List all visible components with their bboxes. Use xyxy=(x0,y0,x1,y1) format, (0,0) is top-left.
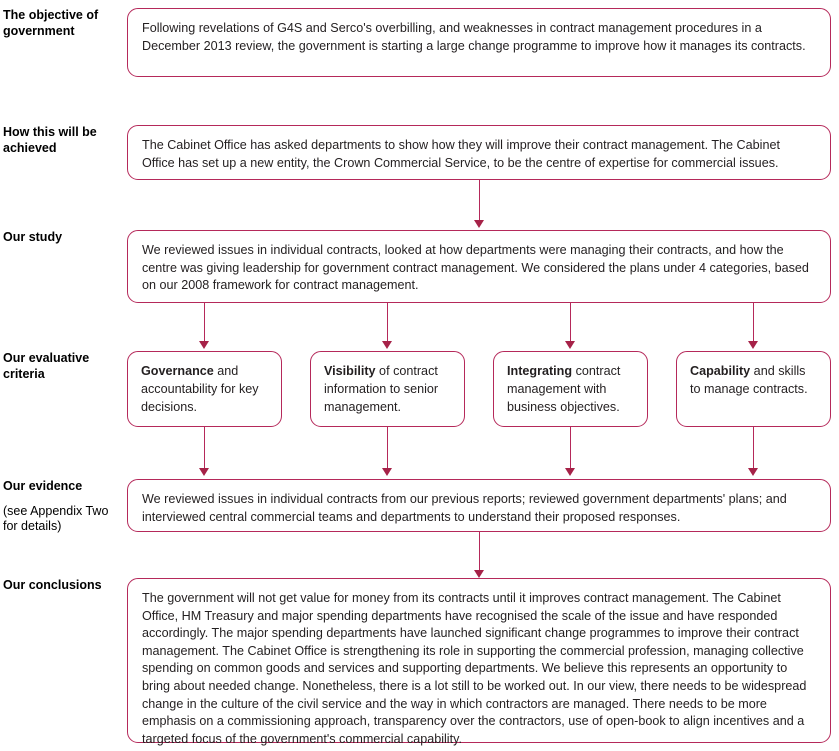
row-label-our-evidence: Our evidence (see Appendix Two for detai… xyxy=(3,479,121,535)
box-our-study-text: We reviewed issues in individual contrac… xyxy=(142,243,809,293)
row-label-text: The objective of government xyxy=(3,8,99,38)
box-objective: Following revelations of G4S and Serco's… xyxy=(127,8,831,77)
arrowhead-to-criterion-4 xyxy=(748,341,758,349)
connector-study-to-criterion-2 xyxy=(387,303,388,343)
criterion-lead-4: Capability xyxy=(690,364,751,378)
box-our-evidence: We reviewed issues in individual contrac… xyxy=(127,479,831,532)
connector-criterion-1-to-evidence xyxy=(204,427,205,470)
connector-criterion-3-to-evidence xyxy=(570,427,571,470)
arrowhead-to-study xyxy=(474,220,484,228)
arrowhead-to-conclusions xyxy=(474,570,484,578)
arrowhead-criterion-3-to-evidence xyxy=(565,468,575,476)
criterion-rest-2: of contract information to senior manage… xyxy=(324,364,439,414)
arrowhead-to-criterion-2 xyxy=(382,341,392,349)
criterion-box-visibility: Visibility of contract information to se… xyxy=(310,351,465,427)
row-label-our-study: Our study xyxy=(3,230,121,246)
arrowhead-criterion-4-to-evidence xyxy=(748,468,758,476)
row-label-objective: The objective of government xyxy=(3,8,121,39)
criterion-rest-4: and skills to manage contracts. xyxy=(690,364,808,396)
row-label-text: Our study xyxy=(3,230,63,244)
row-sublabel-text: (see Appendix Two for details) xyxy=(3,503,109,534)
row-label-text: Our evidence xyxy=(3,479,83,493)
criterion-lead-3: Integrating xyxy=(507,364,573,378)
connector-how-achieved-to-study xyxy=(479,180,480,222)
box-our-conclusions-text: The government will not get value for mo… xyxy=(142,591,807,746)
connector-criterion-4-to-evidence xyxy=(753,427,754,470)
row-label-text: Our evaluative criteria xyxy=(3,351,90,381)
box-our-evidence-text: We reviewed issues in individual contrac… xyxy=(142,492,787,524)
connector-study-to-criterion-4 xyxy=(753,303,754,343)
criterion-box-governance: Governance and accountability for key de… xyxy=(127,351,282,427)
arrowhead-to-criterion-3 xyxy=(565,341,575,349)
criterion-lead-2: Visibility xyxy=(324,364,376,378)
connector-study-to-criterion-3 xyxy=(570,303,571,343)
connector-study-to-criterion-1 xyxy=(204,303,205,343)
criterion-lead-1: Governance xyxy=(141,364,214,378)
criterion-box-capability: Capability and skills to manage contract… xyxy=(676,351,831,427)
row-label-text: How this will be achieved xyxy=(3,125,97,155)
box-how-achieved: The Cabinet Office has asked departments… xyxy=(127,125,831,180)
box-our-conclusions: The government will not get value for mo… xyxy=(127,578,831,746)
row-label-evaluative-criteria: Our evaluative criteria xyxy=(3,351,121,382)
connector-evidence-to-conclusions xyxy=(479,532,480,572)
row-label-our-conclusions: Our conclusions xyxy=(3,578,121,594)
box-objective-text: Following revelations of G4S and Serco's… xyxy=(142,21,806,53)
criterion-rest-1: and accountability for key decisions. xyxy=(141,364,259,414)
connector-criterion-2-to-evidence xyxy=(387,427,388,470)
row-label-text: Our conclusions xyxy=(3,578,102,592)
arrowhead-criterion-2-to-evidence xyxy=(382,468,392,476)
box-how-achieved-text: The Cabinet Office has asked departments… xyxy=(142,138,780,170)
box-our-study: We reviewed issues in individual contrac… xyxy=(127,230,831,303)
arrowhead-to-criterion-1 xyxy=(199,341,209,349)
arrowhead-criterion-1-to-evidence xyxy=(199,468,209,476)
criterion-rest-3: contract management with business object… xyxy=(507,364,621,414)
criterion-box-integrating: Integrating contract management with bus… xyxy=(493,351,648,427)
row-label-how-achieved: How this will be achieved xyxy=(3,125,121,156)
